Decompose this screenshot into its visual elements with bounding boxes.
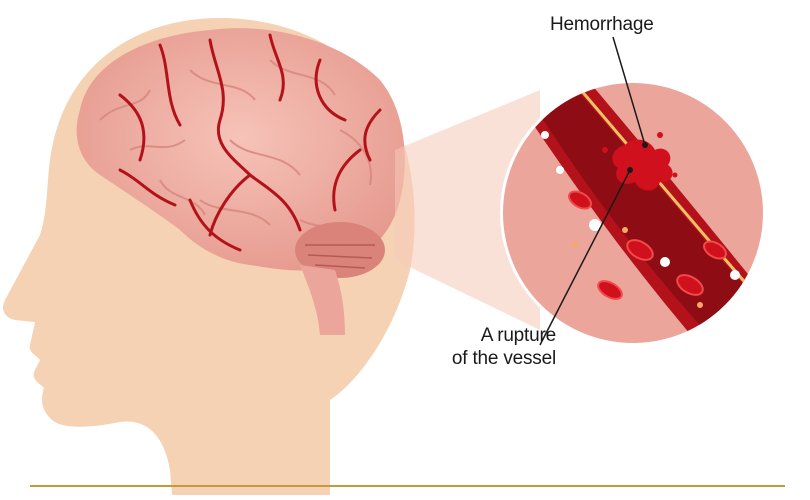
rupture-label: A rupture of the vessel [436,324,556,370]
hemorrhage-label: Hemorrhage [550,13,654,36]
rupture-label-line1: A rupture [436,324,556,347]
bottom-divider [30,485,785,487]
rupture-label-line2: of the vessel [436,347,556,370]
